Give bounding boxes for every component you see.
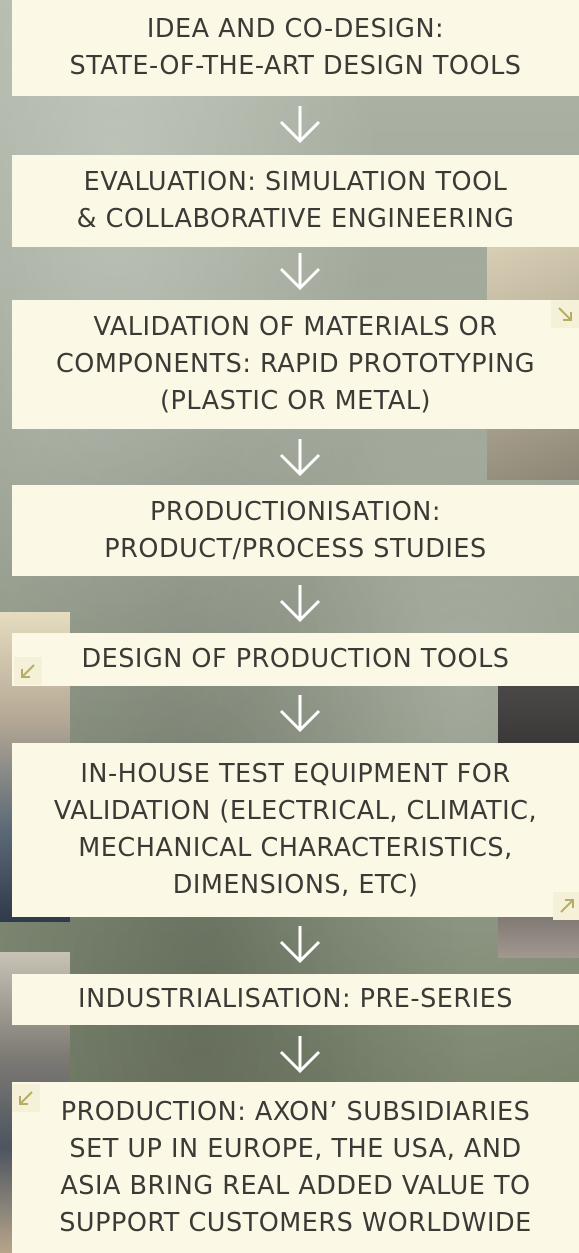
arrow-down-left-icon[interactable]	[12, 1084, 40, 1112]
step-design-production-tools-text: DESIGN OF PRODUCTION TOOLS	[81, 644, 510, 674]
step-industrialisation-text: INDUSTRIALISATION: PRE-SERIES	[78, 984, 513, 1014]
step-validation-materials: VALIDATION OF MATERIALS OR COMPONENTS: R…	[12, 300, 579, 429]
arrow-down-icon	[277, 583, 323, 625]
step-production-text: PRODUCTION: AXON’ SUBSIDIARIES SET UP IN…	[59, 1096, 532, 1238]
step-validation-materials-text: VALIDATION OF MATERIALS OR COMPONENTS: R…	[55, 312, 536, 416]
arrow-down-icon	[277, 924, 323, 966]
step-evaluation-text: EVALUATION: SIMULATION TOOL & COLLABORAT…	[76, 167, 515, 234]
arrow-down-left-icon[interactable]	[14, 657, 42, 685]
step-design-production-tools: DESIGN OF PRODUCTION TOOLS	[12, 633, 579, 686]
arrow-down-icon	[277, 1034, 323, 1076]
step-evaluation: EVALUATION: SIMULATION TOOL & COLLABORAT…	[12, 155, 579, 247]
step-productionisation-text: PRODUCTIONISATION: PRODUCT/PROCESS STUDI…	[104, 496, 487, 564]
step-idea-codesign-text: IDEA AND CO-DESIGN: STATE-OF-THE-ART DES…	[69, 14, 522, 81]
step-industrialisation: INDUSTRIALISATION: PRE-SERIES	[12, 974, 579, 1025]
arrow-down-icon	[277, 437, 323, 479]
step-in-house-test-equipment: IN-HOUSE TEST EQUIPMENT FOR VALIDATION (…	[12, 743, 579, 917]
step-production: PRODUCTION: AXON’ SUBSIDIARIES SET UP IN…	[12, 1082, 579, 1253]
arrow-down-icon	[277, 104, 323, 146]
arrow-down-icon	[277, 693, 323, 735]
step-in-house-test-equipment-text: IN-HOUSE TEST EQUIPMENT FOR VALIDATION (…	[53, 759, 538, 900]
step-idea-codesign: IDEA AND CO-DESIGN: STATE-OF-THE-ART DES…	[12, 0, 579, 96]
arrow-down-right-icon[interactable]	[551, 300, 579, 328]
arrow-up-right-icon[interactable]	[553, 892, 579, 920]
arrow-down-icon	[277, 251, 323, 293]
step-productionisation: PRODUCTIONISATION: PRODUCT/PROCESS STUDI…	[12, 485, 579, 576]
